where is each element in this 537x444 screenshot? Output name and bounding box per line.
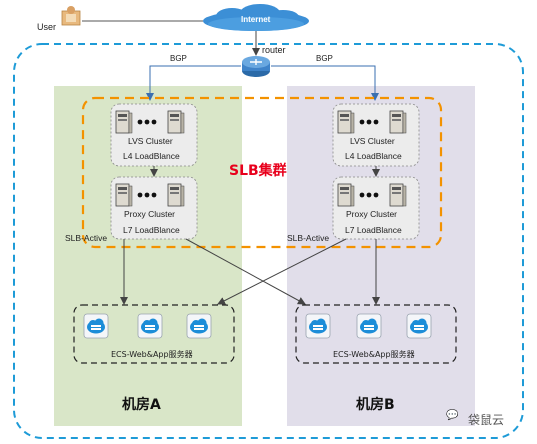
right-proxy-dot-1 xyxy=(366,192,372,198)
right-lvs-dot-2 xyxy=(373,119,379,125)
left-ecs-server-icon-3 xyxy=(186,313,212,339)
right-l7-label: L7 LoadBlance xyxy=(345,225,402,235)
bgp-left-label: BGP xyxy=(170,54,187,63)
left-ecs-server-icon-1 xyxy=(83,313,109,339)
left-lvs-cluster-label: LVS Cluster xyxy=(128,136,173,146)
right-slb-active-label: SLB-Active xyxy=(287,233,330,243)
left-lvs-server-icon-1 xyxy=(115,110,133,134)
router-icon xyxy=(242,56,270,77)
right-proxy-cluster-label: Proxy Cluster xyxy=(346,209,398,219)
left-l4-label: L4 LoadBlance xyxy=(123,151,180,161)
left-proxy-dot-1 xyxy=(144,192,150,198)
right-lvs-server-icon-2 xyxy=(389,110,407,134)
slb-cluster-boundary xyxy=(81,96,443,249)
internet-label: Internet xyxy=(241,15,271,24)
room-b-label: 机房B xyxy=(356,397,395,413)
user-label: User xyxy=(37,22,57,32)
right-ecs-server-icon-3 xyxy=(406,313,432,339)
right-lvs-dot-1 xyxy=(366,119,372,125)
left-ecs-label: ECS-Web&App服务器 xyxy=(111,350,193,359)
user-icon xyxy=(61,6,81,26)
bgp-left-link xyxy=(146,65,241,101)
right-proxy-server-icon-2 xyxy=(389,183,407,207)
outer-boundary xyxy=(13,43,524,439)
left-proxy-server-icon-2 xyxy=(167,183,185,207)
right-lvs-dot-0 xyxy=(359,119,365,125)
left-lvs-dot-2 xyxy=(151,119,157,125)
watermark-text: 袋鼠云 xyxy=(468,413,505,427)
bgp-right-link xyxy=(271,65,379,101)
left-proxy-ecs-b-link xyxy=(185,238,306,305)
right-proxy-dot-0 xyxy=(359,192,365,198)
right-ecs-server-icon-2 xyxy=(356,313,382,339)
left-proxy-server-icon-1 xyxy=(115,183,133,207)
right-proxy-dot-2 xyxy=(373,192,379,198)
left-lvs-server-icon-2 xyxy=(167,110,185,134)
right-proxy-ecs-a-link xyxy=(217,238,347,305)
right-ecs-label: ECS-Web&App服务器 xyxy=(333,350,415,359)
left-lvs-dot-0 xyxy=(137,119,143,125)
internet-cloud-icon xyxy=(203,4,309,31)
right-lvs-cluster-label: LVS Cluster xyxy=(350,136,395,146)
left-slb-active-label: SLB-Active xyxy=(65,233,108,243)
right-ecs-group xyxy=(295,304,457,364)
wechat-icon: 💬 xyxy=(446,410,459,421)
left-l7-label: L7 LoadBlance xyxy=(123,225,180,235)
left-proxy-dot-0 xyxy=(137,192,143,198)
router-label: router xyxy=(262,45,286,55)
right-lvs-server-icon-1 xyxy=(337,110,355,134)
room-a-label: 机房A xyxy=(122,397,161,413)
left-ecs-server-icon-2 xyxy=(137,313,163,339)
left-lvs-dot-1 xyxy=(144,119,150,125)
left-proxy-cluster-label: Proxy Cluster xyxy=(124,209,176,219)
right-ecs-server-icon-1 xyxy=(305,313,331,339)
slb-cluster-label: SLB集群 xyxy=(229,163,287,179)
right-proxy-server-icon-1 xyxy=(337,183,355,207)
right-l4-label: L4 LoadBlance xyxy=(345,151,402,161)
left-ecs-group xyxy=(73,304,235,364)
bgp-right-label: BGP xyxy=(316,54,333,63)
left-proxy-dot-2 xyxy=(151,192,157,198)
